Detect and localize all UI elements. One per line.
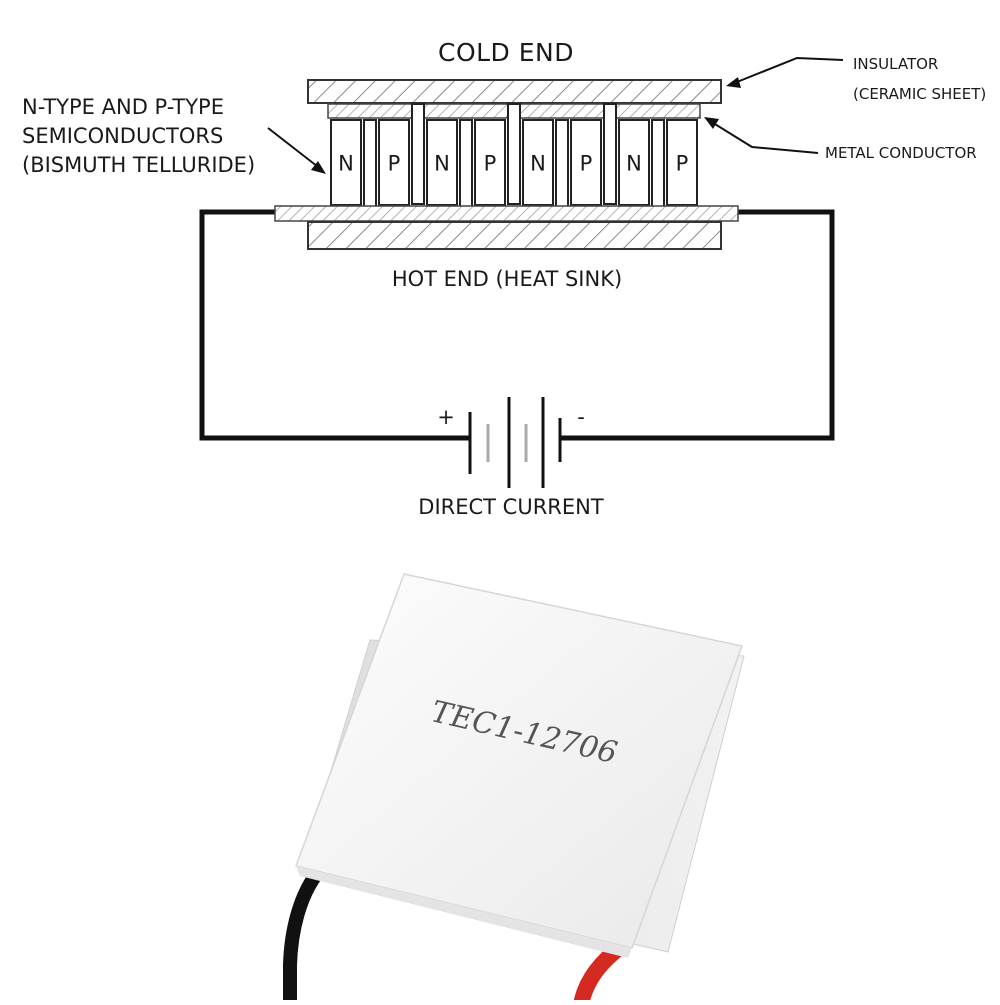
- metal-conductor-label: METAL CONDUCTOR: [825, 144, 977, 162]
- semiconductor-leg-label-8: P: [676, 152, 689, 176]
- semiconductor-arrow: [267, 127, 323, 171]
- metal-conductor-arrow: [709, 120, 819, 154]
- cold-end-label: COLD END: [438, 38, 574, 67]
- insulator-label: INSULATOR (CERAMIC SHEET): [853, 55, 986, 103]
- semiconductor-leg-label-4: P: [484, 152, 497, 176]
- semiconductor-leg-3: [426, 119, 458, 206]
- bottom-metal-conductor: [274, 205, 739, 222]
- semiconductor-leg-label-1: N: [338, 152, 354, 176]
- semiconductor-leg-label-2: P: [388, 152, 401, 176]
- semiconductor-leg-label-5: N: [530, 152, 546, 176]
- connector-post-4: [507, 103, 521, 205]
- semiconductor-leg-7: [618, 119, 650, 206]
- module-edge-shading: [296, 866, 632, 958]
- insulator-label-line-1: INSULATOR: [853, 55, 938, 73]
- cold-end-insulator-plate: [307, 79, 722, 104]
- battery-symbol: [468, 397, 562, 488]
- semiconductor-label-line-1: N-TYPE AND P-TYPE: [22, 95, 224, 119]
- insulator-arrow-head: [726, 77, 741, 88]
- semiconductor-leg-6: [570, 119, 602, 206]
- connector-post-2: [411, 103, 425, 205]
- semiconductor-leg-1: [330, 119, 362, 206]
- battery-plus-label: +: [437, 405, 455, 429]
- connector-post-3: [459, 119, 473, 221]
- tec-module-photo: TEC1-12706: [283, 573, 745, 1005]
- semiconductor-leg-2: [378, 119, 410, 206]
- hot-end-insulator-plate: [307, 221, 722, 250]
- semiconductor-leg-label-7: N: [626, 152, 642, 176]
- semiconductor-leg-label-6: P: [580, 152, 593, 176]
- semiconductor-leg-5: [522, 119, 554, 206]
- insulator-label-line-2: (CERAMIC SHEET): [853, 85, 986, 103]
- connector-post-1: [363, 119, 377, 221]
- circuit-wire: [199, 209, 835, 441]
- semiconductor-label: N-TYPE AND P-TYPE SEMICONDUCTORS (BISMUT…: [22, 95, 255, 177]
- direct-current-label: DIRECT CURRENT: [418, 495, 604, 519]
- semiconductor-leg-label-3: N: [434, 152, 450, 176]
- metal-conductor-arrow-head: [704, 117, 719, 129]
- semiconductor-arrow-head: [311, 161, 326, 174]
- connector-post-7: [651, 119, 665, 221]
- peltier-diagram: N P N P N P N P COLD END HOT END (HEAT SINK) N-…: [22, 38, 986, 519]
- hot-end-label: HOT END (HEAT SINK): [392, 267, 622, 291]
- semiconductor-label-line-2: SEMICONDUCTORS: [22, 124, 223, 148]
- battery-minus-label: -: [577, 405, 585, 429]
- semiconductor-label-line-3: (BISMUTH TELLURIDE): [22, 153, 255, 177]
- semiconductor-leg-8: [666, 119, 698, 206]
- insulator-arrow: [731, 56, 844, 85]
- connector-post-5: [555, 119, 569, 221]
- black-wire: [283, 865, 325, 1005]
- semiconductor-leg-4: [474, 119, 506, 206]
- connector-post-6: [603, 103, 617, 205]
